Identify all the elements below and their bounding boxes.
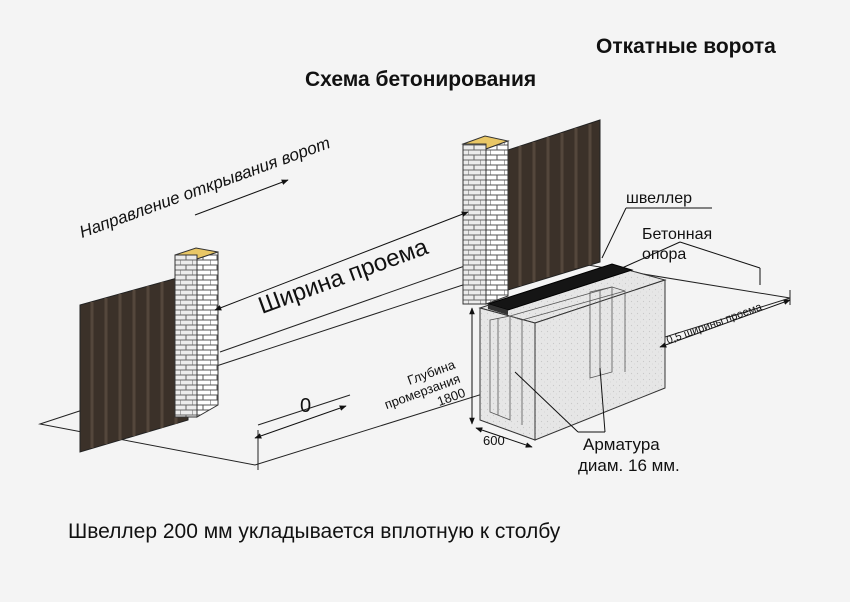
left-gate-panel bbox=[79, 274, 189, 453]
bottom-caption: Швеллер 200 мм укладывается вплотную к с… bbox=[68, 520, 561, 543]
right-brick-pillar bbox=[461, 135, 510, 305]
concrete-support-block bbox=[478, 264, 667, 441]
left-brick-pillar bbox=[174, 247, 219, 418]
steel-channel bbox=[486, 263, 634, 315]
diagram-subtitle: Схема бетонирования bbox=[305, 68, 537, 91]
direction-label: Направление открывания ворот bbox=[77, 133, 333, 242]
channel-label: швеллер bbox=[626, 190, 692, 207]
zero-label: 0 bbox=[300, 395, 311, 417]
concrete-support-label-line2: опора bbox=[642, 246, 687, 263]
opening-width-label: Ширина проема bbox=[255, 233, 432, 320]
width-600-label: 600 bbox=[483, 433, 505, 448]
dimension-lines bbox=[194, 179, 791, 448]
concrete-support-label-line1: Бетонная bbox=[642, 226, 713, 243]
rebar-label-line2: диам. 16 мм. bbox=[578, 456, 680, 475]
half-width-label: 0,5 ширины проема bbox=[665, 301, 764, 347]
depth-label: Глубина промерзания 1800 bbox=[382, 356, 467, 412]
rebar-cage bbox=[489, 286, 626, 425]
diagram-title: Откатные ворота bbox=[596, 35, 776, 58]
right-gate-panel bbox=[507, 119, 601, 291]
rebar-label-line1: Арматура bbox=[583, 435, 660, 454]
